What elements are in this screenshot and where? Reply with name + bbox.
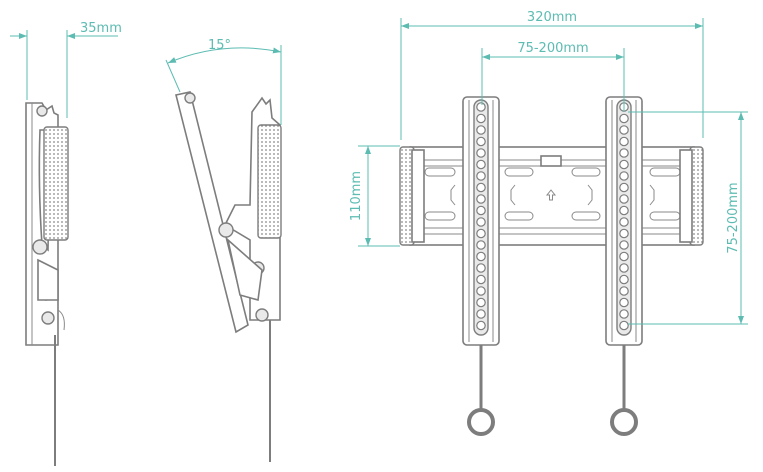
mounting-hole: [476, 159, 486, 170]
mounting-hole: [476, 228, 486, 239]
depth-dimension: 35mm: [10, 21, 122, 118]
pull-ring-left: [467, 408, 495, 436]
mounting-hole: [476, 171, 486, 181]
front-view: [399, 96, 704, 436]
padding-block-tilted: [257, 124, 282, 239]
mounting-hole: [619, 309, 629, 319]
mounting-hole: [476, 263, 486, 273]
mounting-hole: [476, 113, 486, 124]
mounting-hole: [619, 125, 629, 135]
mounting-hole: [476, 251, 486, 262]
mounting-hole: [619, 297, 629, 308]
overall-width-label: 320mm: [527, 10, 577, 25]
mounting-hole: [619, 136, 629, 147]
mounting-hole: [476, 148, 486, 158]
mounting-hole: [476, 125, 486, 135]
vesa-vertical-label: 75-200mm: [726, 182, 741, 253]
left-rail: [462, 96, 500, 436]
plate-height-dimension: 110mm: [349, 145, 400, 247]
depth-label: 35mm: [80, 21, 122, 36]
plate-height-label: 110mm: [349, 171, 364, 221]
vesa-horizontal-label: 75-200mm: [517, 41, 588, 56]
mounting-hole: [619, 217, 629, 227]
mounting-hole: [476, 309, 486, 319]
mounting-hole: [476, 136, 486, 147]
mounting-hole: [476, 182, 486, 193]
mounting-hole: [619, 240, 629, 250]
mounting-hole: [476, 286, 486, 296]
vesa-vertical-dimension: 75-200mm: [628, 111, 748, 325]
side-view-tilted: [175, 91, 282, 462]
mounting-hole: [476, 194, 486, 204]
mounting-hole: [619, 113, 629, 124]
mounting-hole: [619, 251, 629, 262]
side-view-flat: [25, 102, 69, 466]
mounting-hole: [619, 171, 629, 181]
mounting-hole: [619, 182, 629, 193]
up-arrow-icon: [545, 189, 557, 201]
mounting-hole: [476, 240, 486, 250]
mounting-hole: [619, 148, 629, 158]
mounting-hole: [476, 102, 486, 112]
mounting-hole: [619, 205, 629, 216]
mounting-hole: [619, 263, 629, 273]
mounting-hole: [476, 217, 486, 227]
mounting-hole: [619, 286, 629, 296]
overall-width-dimension: 320mm: [400, 10, 704, 140]
mounting-hole: [619, 159, 629, 170]
mounting-hole: [619, 194, 629, 204]
mounting-hole: [476, 274, 486, 285]
tilt-dimension: 15°: [165, 38, 282, 125]
vesa-horizontal-dimension: 75-200mm: [481, 41, 625, 112]
right-rail: [605, 96, 643, 436]
tilt-label: 15°: [208, 38, 231, 53]
mounting-hole: [476, 297, 486, 308]
mounting-hole: [476, 205, 486, 216]
padding-block: [43, 126, 69, 241]
mounting-hole: [619, 320, 629, 331]
mounting-hole: [619, 228, 629, 239]
mounting-hole: [476, 320, 486, 331]
mounting-hole: [619, 274, 629, 285]
pull-ring-right: [610, 408, 638, 436]
